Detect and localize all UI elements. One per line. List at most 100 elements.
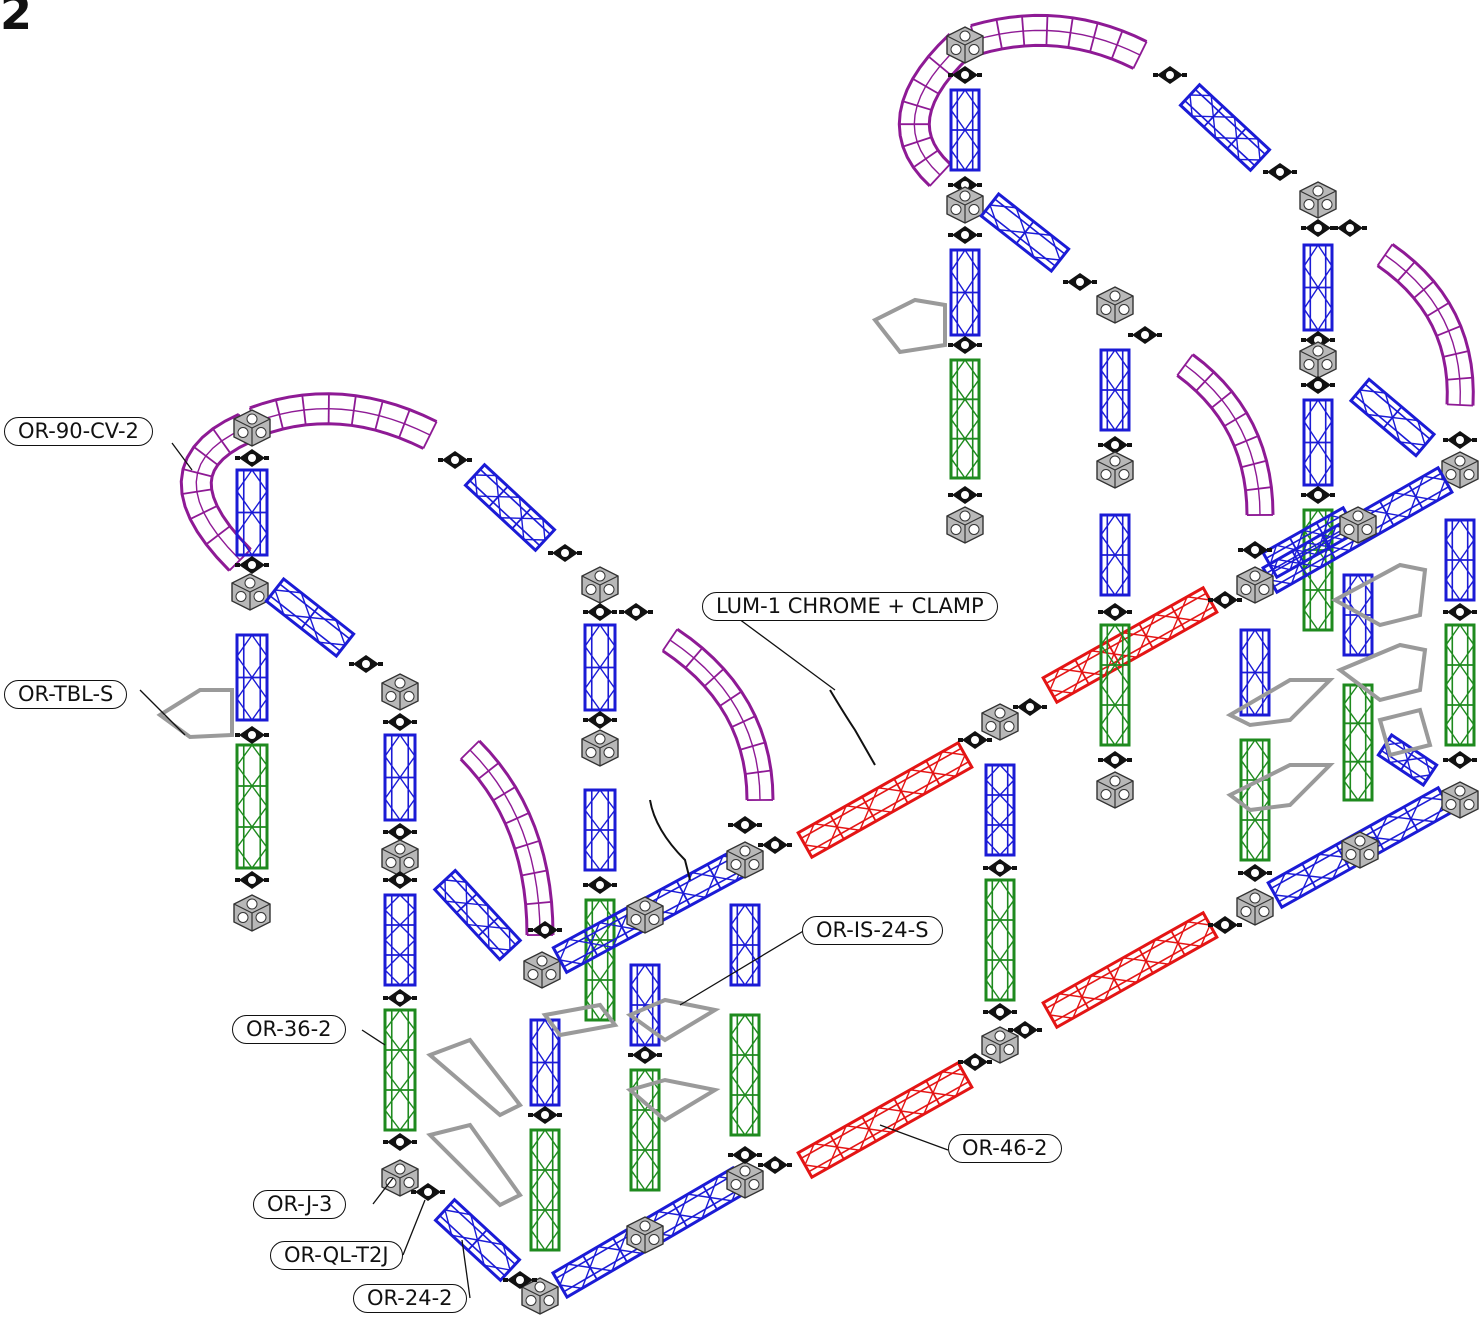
joint-cube [581,729,619,767]
connector [958,1053,992,1071]
connector [235,726,269,744]
truss-46-back-bottom [1041,910,1219,1030]
shelf-4 [625,997,721,1043]
curve-truss-left-top [248,392,438,450]
connector [1098,751,1132,769]
truss-24-front-bottom-side [433,1197,522,1283]
joint-cube [946,186,984,224]
truss-24-right-mid [949,248,981,337]
connector [1153,66,1187,84]
connector [1238,864,1272,882]
connector [503,1271,537,1289]
connector [438,451,472,469]
truss-24-far-bottom [1266,785,1454,910]
connector [583,876,617,894]
connector [1098,436,1132,454]
joint-cube [1096,451,1134,489]
connector [758,836,792,854]
connector [983,1003,1017,1021]
truss-24-front-mid-side [432,868,523,962]
connector [528,921,562,939]
shelf-far-1 [1330,562,1428,628]
joint-cube [946,506,984,544]
connector [1301,219,1335,237]
curve-truss-right-front [897,33,972,188]
joint-cube [726,841,764,879]
connector [1443,751,1477,769]
callout-or-36-2: OR-36-2 [232,1015,346,1044]
connector [1128,326,1162,344]
joint-cube [981,1026,1019,1064]
curve-truss-front-1 [459,739,555,936]
truss-36-far-mid [1342,683,1374,802]
connector [1208,591,1242,609]
connector [1301,486,1335,504]
connector [1063,273,1097,291]
truss-24-front-right-mid [583,788,617,872]
joint-cube [1299,181,1337,219]
truss-46-back-top [1041,585,1219,705]
connector [1208,916,1242,934]
joint-cube [1441,451,1479,489]
truss-structure [156,13,1479,1315]
connector [728,1146,762,1164]
joint-cube [626,896,664,934]
connector [383,989,417,1007]
joint-cube [626,1216,664,1254]
truss-24-right-side [979,191,1071,274]
truss-36-inner3 [729,1013,761,1137]
connector [383,713,417,731]
callout-or-ql-t2j: OR-QL-T2J [270,1241,403,1270]
joint-cube [1096,286,1134,324]
truss-46-front-top [796,740,974,860]
callout-or-46-2: OR-46-2 [948,1134,1062,1163]
callout-or-90-cv-2: OR-90-CV-2 [4,417,153,446]
joint-cube [581,566,619,604]
joint-cube [231,573,269,611]
callout-or-24-2: OR-24-2 [353,1284,467,1313]
connector [983,859,1017,877]
truss-36-right [949,358,981,480]
connector [948,66,982,84]
truss-24-far-mid [1302,398,1334,487]
truss-24-far-right-upper [1444,518,1476,602]
joint-cube [1236,566,1274,604]
joint-cube [1339,506,1377,544]
truss-36-far-right [1444,623,1476,747]
shelf-or-tbl-s [156,688,234,740]
connector [1098,603,1132,621]
connector [583,603,617,621]
curve-truss-right-1 [1176,353,1275,516]
connector [235,556,269,574]
shelf-2 [426,1122,523,1208]
connector [948,486,982,504]
joint-cube [381,673,419,711]
shelf-1 [426,1037,524,1118]
connector [728,816,762,834]
shelf-5 [625,1077,721,1123]
connector [383,871,417,889]
joint-cube [1341,831,1379,869]
shelf-far-5 [1226,763,1335,813]
joint-cube [1236,888,1274,926]
connector [383,1133,417,1151]
truss-24-right-back-upper [1099,348,1131,432]
shelf-far-4 [1377,707,1433,758]
connector [758,1156,792,1174]
truss-24-right-upper [949,88,981,172]
callout-leaders [139,442,949,1299]
connector [235,449,269,467]
truss-24-inner-upper [529,1018,561,1107]
joint-cube [981,703,1019,741]
joint-cube [523,951,561,989]
shelf-3 [541,1002,619,1038]
joint-cube [1299,341,1337,379]
connector [411,1183,445,1201]
connector [948,226,982,244]
truss-36-inner [529,1128,561,1252]
truss-36-front-right [584,898,616,1022]
truss-36-left [235,743,269,870]
joint-cube [1441,781,1479,819]
curve-truss-right-2 [1376,243,1475,407]
